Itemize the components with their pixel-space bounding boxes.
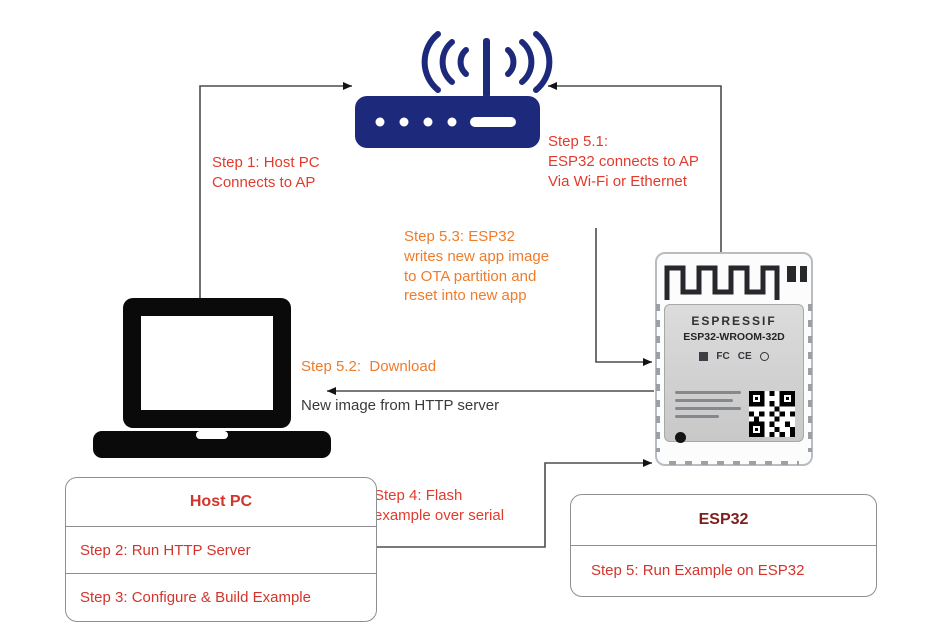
- esp32-module-image: ESPRESSIF ESP32-WROOM-32D FC CE: [655, 252, 813, 466]
- castellated-edge-bottom: [669, 461, 799, 465]
- router-antenna: [483, 38, 490, 98]
- annotation-step5-2-line1: Step 5.2: Download: [301, 357, 437, 375]
- wifi-waves-icon: [421, 31, 553, 93]
- castellated-edge-left: [656, 304, 660, 452]
- castellated-edge-right: [808, 304, 812, 452]
- annotation-step4: Step 4: Flash example over serial: [374, 487, 505, 524]
- arrow-step1-hostpc-to-ap: [199, 82, 352, 301]
- pcb-antenna-icon: [664, 265, 807, 300]
- pcb-dot: [675, 432, 686, 443]
- wifi-router-icon: [355, 31, 553, 148]
- host-pc-row-step3: Step 3: Configure & Build Example: [66, 573, 376, 620]
- annotation-step5-1: Step 5.1: ESP32 connects to AP Via Wi-Fi…: [548, 133, 699, 190]
- module-model-label: ESP32-WROOM-32D: [683, 331, 785, 343]
- fcc-mark: FC: [716, 351, 730, 362]
- qr-code: [749, 391, 795, 437]
- fine-print-lines: [675, 391, 741, 423]
- annotation-step5-2-line2: New image from HTTP server: [301, 397, 500, 415]
- esp32-box: ESP32 Step 5: Run Example on ESP32: [570, 494, 877, 597]
- ce-mark: CE: [737, 351, 752, 362]
- arrow-step5-3-ota-write: [595, 228, 652, 366]
- arrow-step5-1-esp32-to-ap: [548, 82, 722, 253]
- annotation-step1: Step 1: Host PC Connects to AP: [212, 154, 320, 191]
- logo-mark-icon: [699, 352, 709, 361]
- host-pc-row-step2: Step 2: Run HTTP Server: [66, 526, 376, 573]
- esp32-row-step5: Step 5: Run Example on ESP32: [571, 545, 876, 595]
- module-brand-label: ESPRESSIF: [691, 314, 777, 328]
- arrow-step4-flash-serial: [377, 459, 652, 548]
- recycle-mark-icon: [759, 352, 769, 361]
- host-pc-box: Host PC Step 2: Run HTTP Server Step 3: …: [65, 477, 377, 622]
- annotation-step5-3: Step 5.3: ESP32 writes new app image to …: [404, 228, 550, 305]
- annotation-step5-2: Step 5.2: Download New image from HTTP s…: [301, 337, 561, 436]
- connector-arrows: [199, 82, 722, 548]
- module-shield: ESPRESSIF ESP32-WROOM-32D FC CE: [664, 304, 804, 442]
- laptop-icon: [93, 298, 331, 458]
- certification-marks: FC CE: [665, 351, 803, 362]
- host-pc-title: Host PC: [189, 493, 253, 510]
- esp32-title: ESP32: [698, 511, 749, 528]
